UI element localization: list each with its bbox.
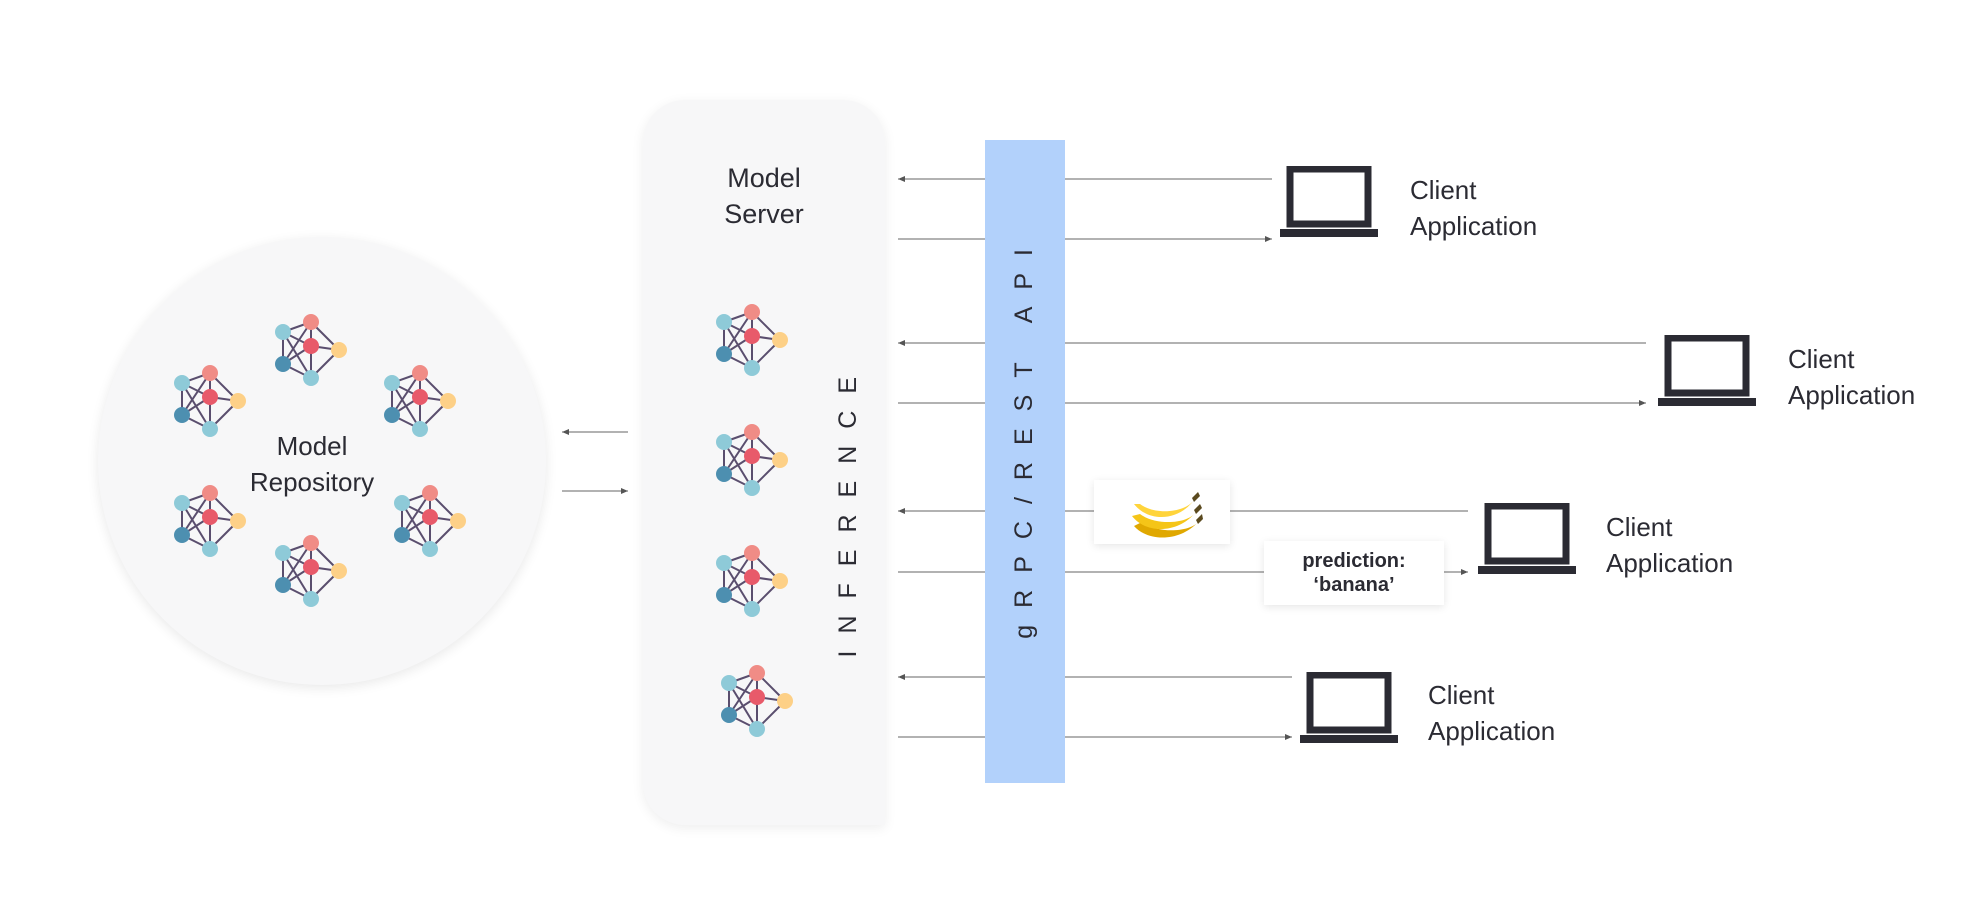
client2-line1: Client [1788,344,1855,374]
model-server-panel: Model Server [643,100,885,825]
model-repository-circle [98,237,546,685]
client2-line2: Application [1788,380,1916,410]
grpc-rest-api-label: gRPC/REST API [1010,232,1038,639]
client3-line1: Client [1606,512,1673,542]
neural-network-icon [716,545,788,617]
grpc-rest-api-bar [985,140,1065,783]
neural-network-icon [174,485,246,557]
server-title-line2: Server [724,199,804,229]
client4-line2: Application [1428,716,1556,746]
neural-network-icon [716,304,788,376]
model-server-title: Model Server [643,160,885,232]
neural-network-icon [394,485,466,557]
server-title-line1: Model [727,163,801,193]
banana-request-card [1094,480,1230,544]
laptop-icon [1280,166,1378,237]
prediction-line2: ‘banana’ [1313,574,1395,596]
prediction-response-card: prediction: ‘banana’ [1264,541,1444,605]
neural-network-icon [174,365,246,437]
prediction-line1: prediction: [1302,550,1406,572]
client3-line2: Application [1606,548,1734,578]
repository-label-line2: Repository [249,467,375,497]
client-application-label-1: Client Application [1410,172,1537,244]
neural-network-icon [716,424,788,496]
client-application-label-2: Client Application [1788,341,1915,413]
client1-line2: Application [1410,211,1538,241]
laptop-icon [1478,503,1576,574]
client-application-label-3: Client Application [1606,509,1733,581]
repository-label-line1: Model [276,431,348,461]
laptop-icon [1300,672,1398,743]
neural-network-icon [721,665,793,737]
client-application-label-4: Client Application [1428,677,1555,749]
client4-line1: Client [1428,680,1495,710]
neural-network-icon [275,314,347,386]
laptop-icon [1658,335,1756,406]
client1-line1: Client [1410,175,1477,205]
neural-network-icon [384,365,456,437]
inference-label: INFERENCE [834,360,862,658]
model-repository-label: Model Repository [222,428,402,500]
banana-image [1132,492,1203,538]
neural-network-icon [275,535,347,607]
